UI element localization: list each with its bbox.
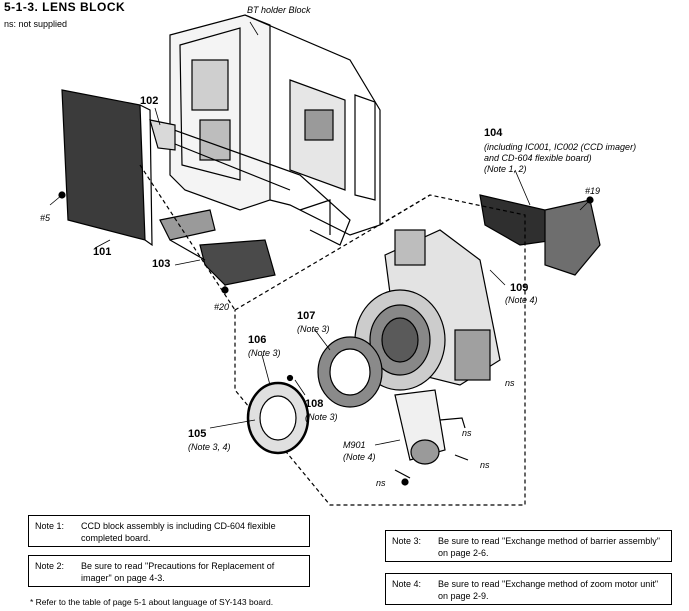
screws [58, 191, 594, 486]
note-1-box: Note 1: CCD block assembly is including … [28, 515, 310, 547]
not-supplied-legend: ns: not supplied [4, 19, 68, 29]
leader-lines [49, 21, 591, 446]
label-104-note-3: (Note 1, 2) [484, 164, 527, 174]
label-105: 105 [188, 428, 207, 440]
note-2-box: Note 2: Be sure to read "Precautions for… [28, 555, 310, 587]
label-104-note-1: (including IC001, IC002 (CCD imager) [484, 142, 637, 152]
label-109: 109 [510, 282, 529, 294]
page-title: 5-1-3. LENS BLOCK [4, 0, 126, 14]
label-104-note-2: and CD-604 flexible board) [484, 153, 592, 163]
note-2-key: Note 2: [35, 561, 65, 571]
footer-reference: * Refer to the table of page 5-1 about l… [30, 597, 274, 607]
note-4-text: Be sure to read "Exchange method of zoom… [438, 579, 659, 601]
part-103-flex [159, 209, 276, 286]
label-ns-motor-1: ns [462, 428, 472, 438]
label-screw-19: #19 [585, 186, 601, 196]
label-m901: M901 [343, 440, 366, 450]
label-101: 101 [93, 246, 112, 258]
part-101-panel [61, 89, 153, 247]
note-4-box: Note 4: Be sure to read "Exchange method… [385, 573, 672, 605]
label-104: 104 [484, 127, 503, 139]
label-105-note: (Note 3, 4) [188, 442, 231, 452]
label-108-note: (Note 3) [305, 412, 338, 422]
note-3-box: Note 3: Be sure to read "Exchange method… [385, 530, 672, 562]
bt-holder-frame [159, 14, 381, 246]
note-1-text: CCD block assembly is including CD-604 f… [81, 521, 276, 543]
label-109-note: (Note 4) [505, 295, 538, 305]
label-107-note: (Note 3) [297, 324, 330, 334]
label-106-note: (Note 3) [248, 348, 281, 358]
label-102: 102 [140, 95, 159, 107]
label-ns-screw: ns [376, 478, 386, 488]
label-m901-note: (Note 4) [343, 452, 376, 462]
note-4-key: Note 4: [392, 579, 422, 589]
label-screw-5: #5 [40, 213, 51, 223]
note-3-text: Be sure to read "Exchange method of barr… [438, 536, 661, 558]
part-102-bracket [149, 119, 176, 151]
label-ns-motor-2: ns [480, 460, 490, 470]
note-1-key: Note 1: [35, 521, 65, 531]
label-ns-barrel: ns [505, 378, 515, 388]
part-107-ring [317, 336, 383, 408]
part-106-front-ring [246, 381, 310, 455]
note-3-key: Note 3: [392, 536, 422, 546]
label-108: 108 [305, 398, 324, 410]
label-107: 107 [297, 310, 316, 322]
label-screw-20: #20 [214, 302, 230, 312]
label-103: 103 [152, 258, 171, 270]
label-106: 106 [248, 334, 267, 346]
m901-zoom-motor [394, 389, 469, 479]
part-104-ccd-board [479, 194, 601, 276]
label-bt-holder: BT holder Block [247, 5, 311, 15]
note-2-text: Be sure to read "Precautions for Replace… [81, 561, 275, 583]
